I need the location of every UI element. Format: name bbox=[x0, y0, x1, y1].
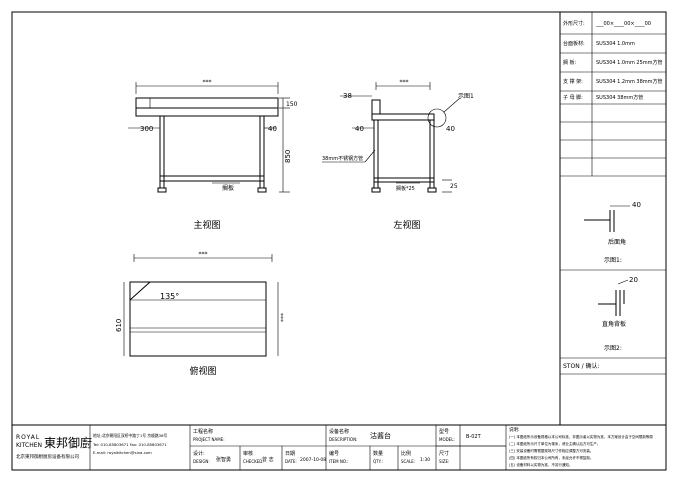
sheet-border bbox=[11, 11, 667, 471]
detail2-dim: 20 bbox=[629, 276, 638, 284]
side-dim-width: *** bbox=[400, 79, 409, 86]
front-dim-height: 850 bbox=[284, 150, 292, 163]
spec-value-1: SUS304 1.0mm bbox=[596, 41, 635, 47]
note-line-3: (四) 本图纸所有权归本公司所有，未经允许不得复制。 bbox=[509, 455, 593, 460]
spec-value-3: SUS304 1.2mm 38mm方管 bbox=[596, 78, 663, 85]
note-line-4: (五) 设备材料以实物为准，不另行通知。 bbox=[509, 462, 572, 467]
top-dim-right: *** bbox=[280, 313, 287, 322]
company-address: 地址:北京朝阳区双桥中路丁1号 京顺路38号 bbox=[93, 433, 167, 438]
side-shelf-note: 搁板*25 bbox=[396, 185, 415, 192]
spec-label-1: 台面板材: bbox=[563, 40, 585, 47]
side-dim-splash: 38 bbox=[343, 92, 352, 100]
side-dim-left: 40 bbox=[355, 125, 364, 133]
qty-label: 数量 bbox=[373, 450, 383, 457]
side-callout: 示图1 bbox=[458, 93, 474, 100]
front-dim-back: 150 bbox=[286, 101, 298, 108]
top-dim-angle: 135° bbox=[160, 292, 179, 301]
detail-1: 40 后面角 示图1: bbox=[584, 201, 641, 264]
spec-value-2: SUS304 1.0mm 25mm方管 bbox=[596, 59, 663, 66]
side-dim-foot: 25 bbox=[450, 183, 458, 190]
logo-en-bottom: KITCHEN bbox=[16, 442, 42, 449]
check-label-en: CHECKED: bbox=[243, 459, 264, 464]
spec-label-3: 支 撑 架: bbox=[563, 78, 583, 85]
project-label: 工程名称 bbox=[193, 428, 213, 435]
size-label-en: SIZE: bbox=[439, 459, 449, 464]
front-dim-top: 40 bbox=[268, 125, 277, 133]
device-label-en: DESCRIPTION: bbox=[329, 437, 357, 442]
size-label: 尺寸 bbox=[439, 450, 449, 457]
top-view: *** 135° 610 *** 俯视图 bbox=[115, 251, 287, 377]
side-dim-right: 40 bbox=[446, 125, 455, 133]
note-line-2: (三) 安装设备时需根据现场尺寸作相应调整方可安装。 bbox=[509, 448, 593, 453]
side-tube-note: 38mm不锈钢方管 bbox=[322, 155, 363, 162]
company-contact-1: Tel: 010-85803671 Fax: 010-85803671 bbox=[92, 442, 167, 447]
top-dim-depth: 610 bbox=[115, 319, 123, 332]
item-label: 编号 bbox=[329, 450, 339, 457]
notes-title: 说明: bbox=[509, 426, 520, 433]
spec-label-2: 搁 板: bbox=[563, 59, 577, 66]
spec-value-4: SUS304 38mm方管 bbox=[596, 94, 643, 101]
note-line-1: (二) 本图纸所示尺寸单位为毫米，请业主确认后方可生产。 bbox=[509, 441, 600, 446]
project-label-en: PROJECT NAME: bbox=[193, 437, 225, 442]
detail-2: 20 直角背板 示图2: bbox=[598, 276, 638, 352]
check-label: 审核 bbox=[243, 450, 253, 457]
scale-label: 比例 bbox=[401, 450, 411, 457]
model-value: B-02T bbox=[466, 434, 482, 440]
device-name: 沽酱台 bbox=[370, 431, 391, 440]
detail2-text: 直角背板 bbox=[602, 320, 626, 328]
detail1-text: 后面角 bbox=[608, 238, 626, 246]
logo-en-top: ROYAL bbox=[16, 434, 40, 441]
checker-name: 曾 志 bbox=[262, 456, 274, 463]
spec-label-4: 子 母 脚: bbox=[563, 94, 583, 101]
company-subname: 北京東邦御厨厨房设备有限公司 bbox=[16, 453, 79, 460]
top-dim-width: *** bbox=[199, 251, 208, 258]
qty-label-en: QTY.: bbox=[373, 459, 383, 464]
company-contact-2: E-mail: royalkitchen@sina.com bbox=[93, 450, 152, 455]
model-label-en: MODEL: bbox=[439, 437, 455, 442]
side-view-caption: 左视图 bbox=[393, 219, 420, 231]
spec-label-0: 外形尺寸: bbox=[563, 20, 585, 27]
front-shelf-note: 搁板 bbox=[222, 184, 234, 192]
scale-label-en: SCALE: bbox=[401, 459, 415, 464]
model-label: 型号 bbox=[439, 428, 449, 435]
date-value: 2007-10-08 bbox=[300, 457, 326, 463]
detail2-label: 示图2: bbox=[604, 345, 622, 352]
front-view: *** 150 850 300 40 搁板 主视图 bbox=[128, 79, 298, 231]
spec-table: 外形尺寸: ___00×____00×____00 台面板材: SUS304 1… bbox=[560, 12, 666, 375]
side-view: *** 示图1 38 40 40 38mm不锈钢方管 搁板*25 25 左视图 bbox=[322, 79, 474, 231]
logo-cn: 東邦御廚 bbox=[44, 435, 92, 450]
front-dim-width: *** bbox=[203, 79, 212, 86]
detail1-label: 示图1: bbox=[604, 257, 622, 264]
design-label: 设计: bbox=[193, 450, 205, 457]
front-view-caption: 主视图 bbox=[193, 219, 220, 231]
front-dim-depth: 300 bbox=[140, 125, 153, 133]
title-block: ROYAL KITCHEN 東邦御廚 北京東邦御厨厨房设备有限公司 地址:北京朝… bbox=[16, 425, 653, 470]
date-label: 日期 bbox=[285, 451, 295, 457]
design-label-en: DESIGN: bbox=[193, 459, 210, 464]
detail1-dim: 40 bbox=[632, 201, 641, 209]
note-line-0: (一) 本图纸所示设备规格以本公司标准，非图示者以实物为准，本方案设计由于空间限… bbox=[509, 434, 653, 439]
device-label: 设备名称 bbox=[329, 428, 349, 435]
item-label-en: ITEM NO.: bbox=[329, 459, 348, 464]
date-label-en: DATE: bbox=[285, 459, 297, 464]
scale-value: 1:30 bbox=[420, 457, 430, 463]
top-view-caption: 俯视图 bbox=[189, 365, 216, 377]
spec-value-0: ___00×____00×____00 bbox=[595, 21, 651, 27]
sign-label: STON / 确认: bbox=[563, 362, 600, 370]
designer-name: 张智勇 bbox=[216, 456, 231, 463]
